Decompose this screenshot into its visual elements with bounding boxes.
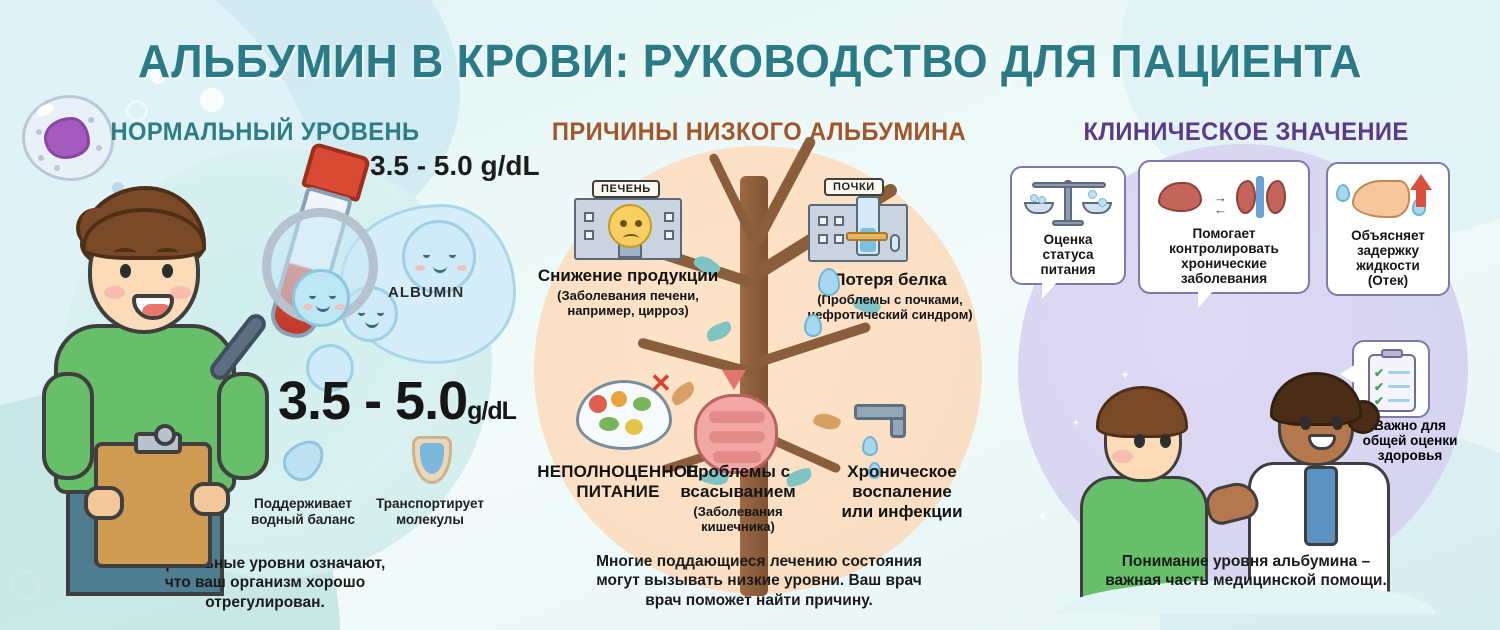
doctor-patient-illustration <box>1056 358 1436 614</box>
albumin-droplet-face-icon <box>292 269 350 327</box>
decorative-dot <box>150 68 166 84</box>
shield-icon <box>412 436 452 484</box>
section-clinical: КЛИНИЧЕСКОЕ ЗНАЧЕНИЕ ✦ ✦ ✦ ✦ Оценка стат… <box>1000 118 1492 623</box>
swollen-foot-icon <box>1328 172 1448 228</box>
benefit-water-balance: Поддерживает водный баланс <box>238 431 368 528</box>
decorative-ring <box>10 570 40 600</box>
decorative-ring <box>126 100 148 122</box>
albumin-range-unit: g/dL <box>467 397 517 425</box>
albumin-droplet-large <box>402 220 476 294</box>
cause-kidney-subtitle: (Проблемы с почками, нефротический синдр… <box>807 292 973 322</box>
water-drop-icon <box>868 462 881 479</box>
clinical-card-chronic-label: Помогает контролировать хронические забо… <box>1169 226 1279 287</box>
benefit-water-balance-label: Поддерживает водный баланс <box>250 496 356 527</box>
section-causes: ПРИЧИНЫ НИЗКОГО АЛЬБУМИНА <box>518 118 1000 623</box>
clinical-card-nutrition-status[interactable]: Оценка статуса питания <box>1010 166 1126 300</box>
clinical-card-chronic-disease[interactable]: → ← Помогает контролировать хронические … <box>1138 160 1310 309</box>
section-heading-clinical: КЛИНИЧЕСКОЕ ЗНАЧЕНИЕ <box>1083 118 1409 146</box>
liver-sign-label: ПЕЧЕНЬ <box>592 180 660 198</box>
intestine-icon <box>694 394 778 474</box>
water-drop-icon <box>818 268 840 296</box>
intestine-arrow-icon <box>722 370 746 390</box>
liver-kidney-icon: → ← <box>1140 170 1308 226</box>
white-blood-cell-icon <box>22 95 114 181</box>
section-heading-normal: НОРМАЛЬНЫЙ УРОВЕНЬ <box>110 118 420 146</box>
cause-liver-subtitle: (Заболевания печени, например, цирроз) <box>557 288 699 318</box>
page-title: АЛЬБУМИН В КРОВИ: РУКОВОДСТВО ДЛЯ ПАЦИЕН… <box>137 35 1363 87</box>
cross-mark-icon: ✕ <box>650 368 672 398</box>
factory-building-icon <box>808 196 908 262</box>
albumin-text-label: ALBUMIN <box>388 284 465 301</box>
benefit-transport-molecules: Транспортирует молекулы <box>365 436 495 528</box>
vegetable-plate-icon <box>576 380 672 450</box>
cause-inflammation-title: Хроническое воспаление или инфекции <box>841 462 963 521</box>
albumin-range-large: 3.5 - 5.0g/dL <box>278 370 517 432</box>
water-drop-icon <box>804 314 822 337</box>
albumin-range-top: 3.5 - 5.0 g/dL <box>370 150 540 181</box>
cause-absorption-subtitle: (Заболевания кишечника) <box>693 504 783 534</box>
cause-absorption-title: Проблемы с всасыванием <box>680 462 796 501</box>
cause-liver-title: Снижение продукции <box>537 266 719 285</box>
clinical-footer: Понимание уровня альбумина – важная част… <box>1105 553 1387 590</box>
faucet-icon <box>854 404 906 420</box>
clinical-card-fluid-retention[interactable]: Объясняет задержку жидкости (Отек) <box>1326 162 1450 297</box>
section-normal-level: НОРМАЛЬНЫЙ УРОВЕНЬ <box>10 118 540 623</box>
albumin-range-value: 3.5 - 5.0 <box>278 371 468 431</box>
checklist-clipboard-icon: ✔ ✔ ✔ <box>1354 349 1428 412</box>
clinical-card-nutrition-label: Оценка статуса питания <box>1040 232 1096 278</box>
patient-boy-illustration <box>42 186 269 596</box>
decorative-dot <box>200 88 224 112</box>
cause-nutrition-title: НЕПОЛНОЦЕННОЕ ПИТАНИЕ <box>537 462 699 501</box>
water-drop-icon <box>862 436 878 456</box>
clinical-card-fluid-label: Объясняет задержку жидкости (Отек) <box>1351 228 1425 289</box>
cause-kidney-title: Потеря белка <box>833 270 947 289</box>
benefit-transport-label: Транспортирует молекулы <box>376 496 484 527</box>
clinical-card-overall-label: Важно для общей оценки здоровья <box>1362 418 1458 464</box>
kidney-sign-label: ПОЧКИ <box>824 178 884 196</box>
sad-face-icon <box>608 204 652 248</box>
section-heading-causes: ПРИЧИНЫ НИЗКОГО АЛЬБУМИНА <box>551 118 967 146</box>
hospital-building-icon <box>574 198 682 260</box>
albumin-droplet-tiny <box>306 344 354 392</box>
normal-level-footer: Нормальные уровни означают, что ваш орга… <box>145 555 386 611</box>
balance-scale-icon <box>1012 176 1124 232</box>
causes-footer: Многие поддающиеся лечению состояния мог… <box>596 553 922 609</box>
